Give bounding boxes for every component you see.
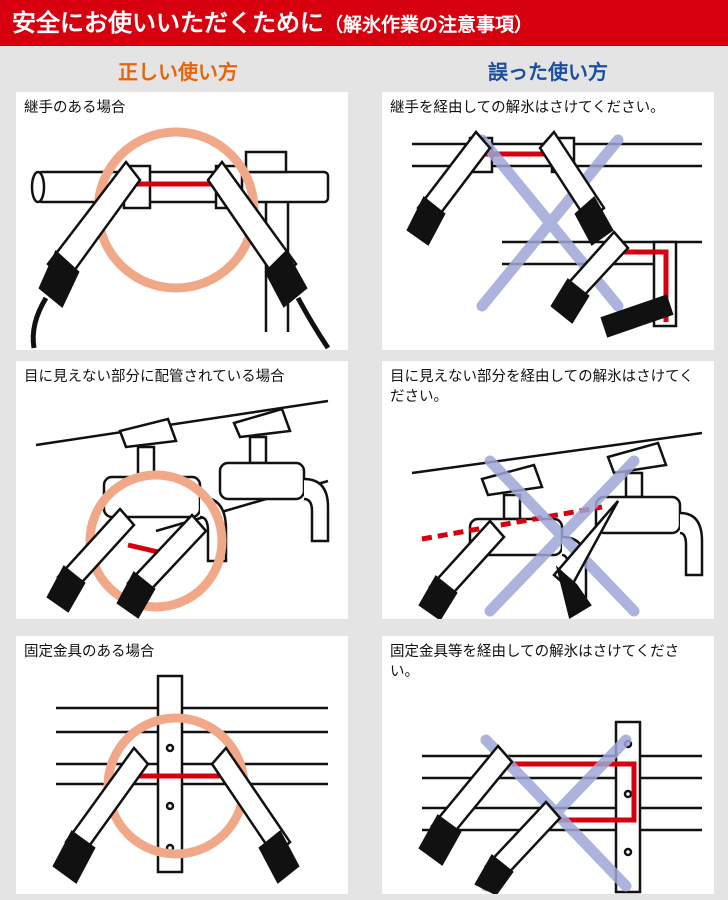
- right-clamp: [552, 500, 620, 619]
- panel-caption: 固定金具等を経由しての解氷はさけてください。: [390, 644, 680, 680]
- correct-panel-joint: 継手のある場合: [16, 92, 348, 350]
- joint-wrong-illustration: [406, 129, 702, 338]
- panel-caption: 固定金具のある場合: [24, 644, 155, 660]
- right-clamp: [210, 745, 300, 884]
- page-title: 安全にお使いいただくために: [12, 9, 324, 37]
- wrong-panel-joint: 継手を経由しての解氷はさけてください。: [382, 92, 714, 350]
- wrong-cross: [484, 455, 640, 617]
- lower-clamp: [474, 800, 562, 894]
- middle-clamp: [538, 129, 614, 246]
- wrong-panel-hidden-pipe: 目に見えない部分を経由しての解氷はさけてください。: [382, 361, 714, 619]
- right-clamp: [116, 513, 208, 619]
- panel-caption: 継手を経由しての解氷はさけてください。: [390, 100, 665, 116]
- correct-usage-column: 正しい使い方 継手のある場合: [0, 56, 356, 894]
- panel-caption: 継手のある場合: [24, 100, 126, 116]
- wrong-usage-column: 誤った使い方 継手を経由しての解氷はさけてください。: [368, 56, 728, 894]
- current-path-line: [512, 761, 637, 823]
- panel-caption: 目に見えない部分を経由しての解氷はさけてください。: [390, 369, 694, 405]
- page-subtitle: （解氷作業の注意事項）: [324, 14, 534, 36]
- left-clamp: [30, 159, 142, 349]
- faucet-right: [218, 407, 330, 543]
- title-banner: 安全にお使いいただくために（解氷作業の注意事項）: [0, 0, 728, 46]
- right-clamp: [206, 159, 331, 350]
- correct-usage-heading: 正しい使い方: [118, 60, 238, 84]
- left-clamp: [406, 130, 492, 246]
- wrong-panel-bracket: 固定金具等を経由しての解氷はさけてください。: [382, 636, 714, 894]
- bracket-correct-illustration: [52, 674, 328, 884]
- correct-panel-bracket: 固定金具のある場合: [16, 636, 348, 894]
- upper-clamp: [418, 744, 514, 866]
- joint-correct-illustration: [30, 127, 331, 350]
- hidden-pipe-wrong-illustration: [411, 431, 704, 619]
- hidden-pipe-correct-illustration: [35, 399, 330, 619]
- lower-clamp: [550, 230, 674, 338]
- bracket-wrong-illustration: [418, 720, 702, 894]
- left-clamp: [418, 519, 506, 619]
- left-clamp: [52, 745, 150, 884]
- correct-panel-hidden-pipe: 目に見えない部分に配管されている場合: [16, 361, 348, 619]
- left-clamp: [46, 507, 136, 613]
- wrong-usage-heading: 誤った使い方: [488, 60, 608, 84]
- current-path-line: [421, 504, 603, 542]
- panel-caption: 目に見えない部分に配管されている場合: [24, 369, 285, 385]
